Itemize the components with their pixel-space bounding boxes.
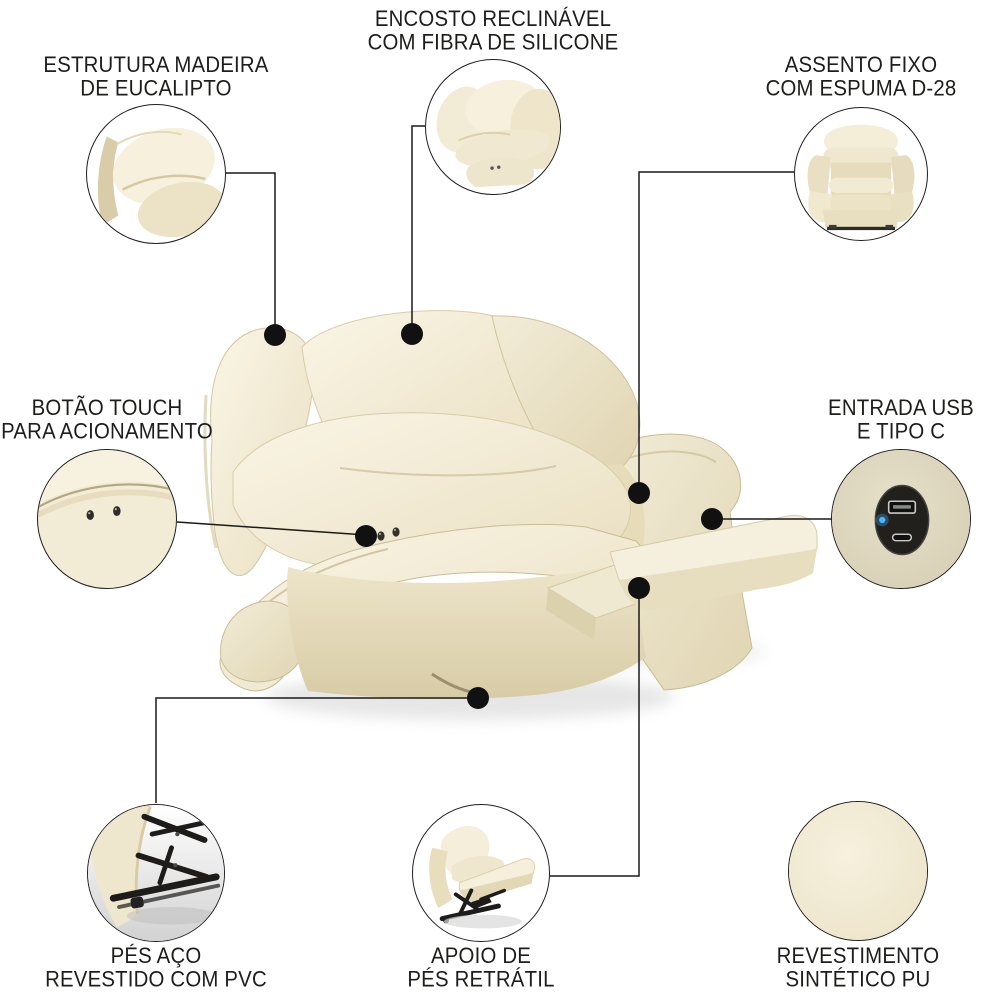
touch-buttons bbox=[377, 527, 400, 541]
connector-assento bbox=[638, 171, 794, 493]
connector-botao bbox=[176, 521, 367, 536]
detail-usb-image bbox=[831, 449, 971, 589]
detail-encosto-image bbox=[425, 59, 561, 195]
callout-dot-botao bbox=[355, 525, 377, 547]
detail-pes-image bbox=[87, 804, 225, 942]
detail-revestimento-image bbox=[788, 801, 928, 941]
detail-botao-image bbox=[37, 449, 177, 589]
connector-apoio bbox=[550, 588, 640, 877]
detail-apoio-image bbox=[412, 804, 550, 942]
detail-estrutura-image bbox=[86, 104, 226, 244]
callout-dot-apoio bbox=[628, 577, 650, 599]
connector-pes bbox=[155, 697, 478, 803]
callout-dot-assento bbox=[628, 482, 650, 504]
connector-estrutura bbox=[226, 172, 276, 335]
usb-led bbox=[879, 516, 886, 524]
callout-dot-estrutura bbox=[264, 324, 286, 346]
callout-dot-usb bbox=[701, 508, 723, 530]
callout-dot-encosto bbox=[401, 323, 423, 345]
left-armrest bbox=[219, 523, 647, 692]
connector-encosto bbox=[411, 125, 425, 334]
detail-assento-image bbox=[794, 107, 928, 241]
callout-dot-pes bbox=[467, 687, 489, 709]
